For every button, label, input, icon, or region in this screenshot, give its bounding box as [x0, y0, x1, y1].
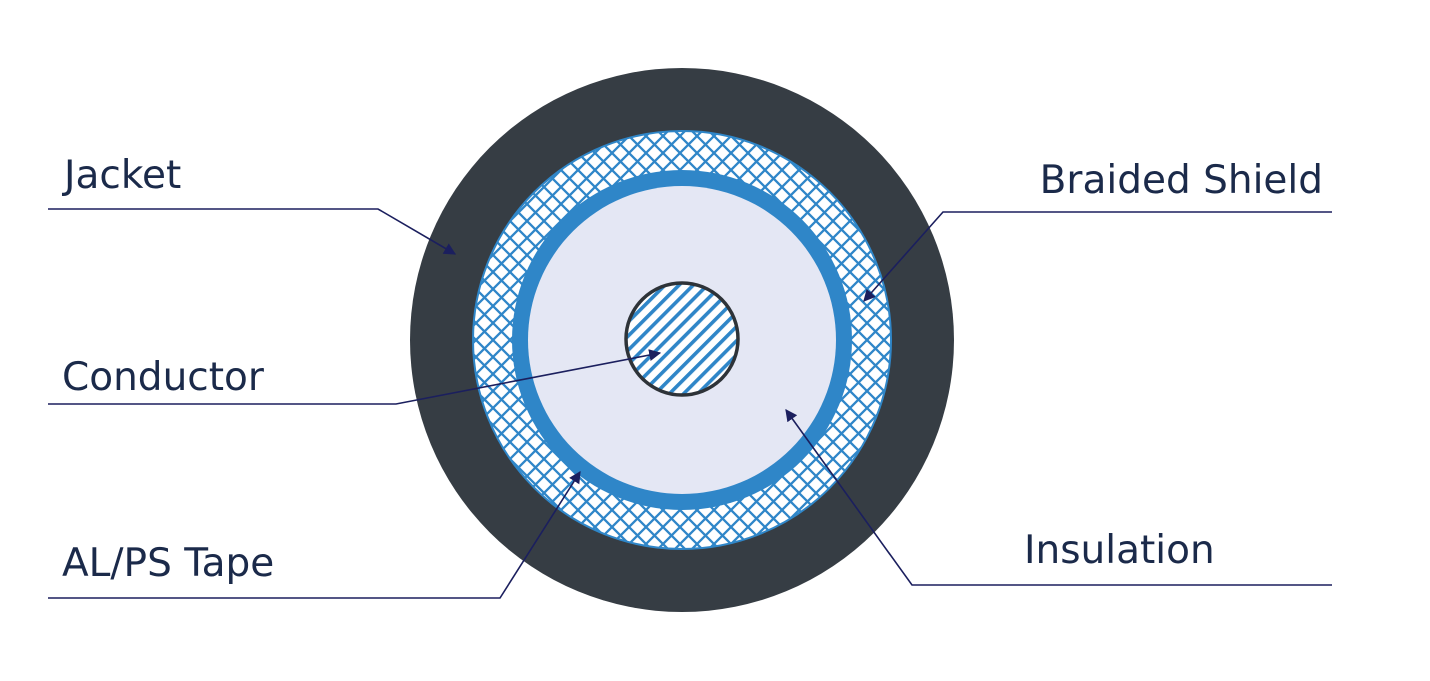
insulation-leader-line [785, 409, 1332, 586]
jacket-label: Jacket [61, 153, 181, 198]
braided-shield-outer-edge [472, 130, 892, 550]
braided-shield-label: Braided Shield [1040, 158, 1323, 203]
conductor-leader-line [48, 349, 662, 405]
insulation-label: Insulation [1024, 528, 1215, 573]
jacket-leader-line [48, 208, 457, 255]
al-ps-tape-leader-line [48, 470, 581, 599]
al-ps-tape-label: AL/PS Tape [62, 541, 274, 586]
braided-shield-leader-line [863, 211, 1332, 302]
conductor-label: Conductor [62, 355, 265, 400]
conductor-core [624, 281, 740, 397]
